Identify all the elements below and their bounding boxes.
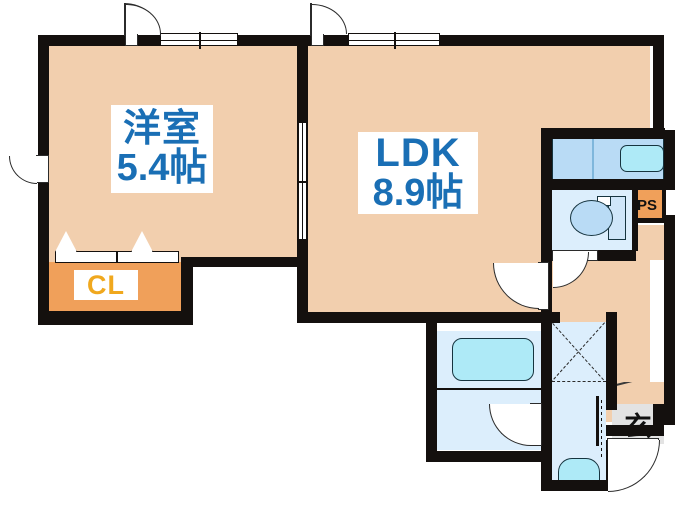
wall-bath-left	[426, 312, 437, 462]
pipe-shaft-block: PS	[636, 189, 664, 221]
door-entrance-swing	[608, 440, 660, 492]
door-bath-leaf[interactable]	[530, 403, 542, 446]
wall-bottom-closet	[38, 311, 193, 325]
pipe-shaft-label: PS	[637, 196, 658, 214]
window-washitsu-top	[160, 32, 239, 49]
toilet-bowl	[570, 200, 613, 236]
wall-right-outer-lower	[653, 404, 664, 426]
door-washitsu-top-fill	[126, 4, 161, 34]
wall-right-closet	[181, 258, 193, 318]
wall-bath-right	[541, 312, 552, 462]
ldk-label: LDK 8.9帖	[358, 132, 478, 214]
door-washitsu-top-jamb	[124, 3, 126, 36]
closet-label-text: CL	[87, 269, 125, 300]
closet-door-panel-left[interactable]	[55, 251, 117, 263]
closet-door-panel-right[interactable]	[117, 251, 179, 263]
door-ldk-top-fill	[312, 4, 347, 34]
closet-hinge-triangle-right	[131, 231, 153, 252]
wall-top-ldk	[298, 35, 664, 46]
wall-bottom-washitsu	[181, 257, 308, 267]
kitchen-counter-divider	[592, 139, 594, 179]
wall-lower-right	[606, 312, 617, 410]
wall-ps-right	[662, 189, 666, 221]
door-ldk-top-leaf[interactable]	[311, 33, 324, 46]
wall-washbasin-bottom	[541, 480, 617, 491]
washitsu-size: 5.4帖	[116, 147, 208, 189]
wall-right-outer-mid2	[664, 215, 675, 425]
wall-genkan-bottom	[606, 425, 664, 436]
wall-kitchen-top	[541, 128, 665, 139]
closet-label: CL	[74, 270, 138, 300]
storage-closet-x-mark	[550, 322, 608, 384]
bathtub	[452, 338, 534, 381]
door-washitsu-left-leaf[interactable]	[36, 155, 49, 183]
washitsu-name: 洋室	[122, 107, 201, 150]
storage-closet-base-line	[552, 381, 606, 383]
wall-bottom-ldk	[297, 312, 447, 323]
kitchen-sink-basin	[620, 145, 664, 172]
washitsu-label: 洋室 5.4帖	[111, 105, 213, 193]
wall-ps-bottom	[636, 218, 666, 223]
ldk-size: 8.9帖	[372, 172, 464, 215]
ps-surround-floor	[636, 225, 664, 260]
wall-bottom-ldk-right	[430, 312, 560, 323]
storage-closet-floor	[552, 322, 606, 382]
wall-washbasin-left	[541, 451, 552, 491]
window-ldk-top	[348, 32, 441, 49]
closet-hinge-triangle-left	[55, 231, 77, 252]
wall-right-outer-mid	[664, 130, 675, 190]
door-washitsu-left-fill	[9, 156, 37, 184]
door-ldk-top-jamb	[310, 3, 312, 36]
washbasin-sliding-track	[598, 400, 606, 458]
wall-ldk-left-lower	[297, 255, 308, 323]
wall-kitchen-left	[541, 128, 552, 252]
corridor-track-line	[596, 396, 599, 446]
ldk-name: LDK	[375, 130, 461, 175]
wall-bath-bottom	[426, 451, 552, 462]
sliding-door-partition[interactable]	[298, 122, 308, 241]
genkan-step-floor	[606, 382, 664, 404]
wall-toilet-right	[632, 189, 638, 251]
wall-kitchen-bottom	[541, 179, 665, 190]
corridor-floor-upper	[552, 45, 650, 130]
washbasin-bowl-inner	[558, 458, 600, 484]
bath-wash-divider	[437, 388, 542, 390]
wall-right-outer-upper	[653, 35, 664, 135]
door-ldk-corridor-leaf[interactable]	[538, 262, 549, 310]
